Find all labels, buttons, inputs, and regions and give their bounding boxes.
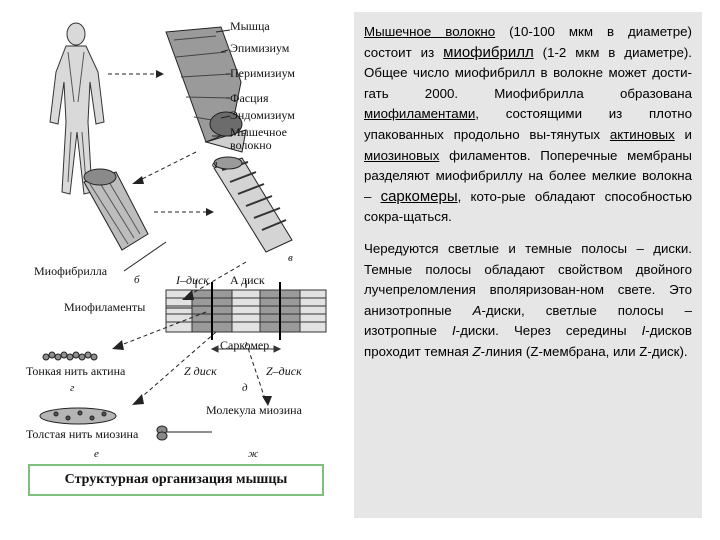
letter-v: в bbox=[288, 252, 293, 264]
p1-segment: миофиламентами bbox=[364, 106, 476, 122]
letter-b: б bbox=[134, 274, 140, 286]
label-sarcomere: Саркомер bbox=[220, 338, 270, 352]
label-endomysium: Эндомизиум bbox=[230, 108, 295, 122]
p1-segment: миозиновых bbox=[364, 147, 440, 163]
label-fiber-line1: Мышечное bbox=[230, 125, 287, 139]
letter-zh: ж bbox=[248, 448, 259, 460]
label-muscle: Мышца bbox=[230, 19, 270, 33]
p2-segment: -дисков проходит темная bbox=[364, 323, 692, 359]
label-fiber-line2: волокно bbox=[230, 138, 272, 152]
label-i-disk: I–диск bbox=[176, 273, 210, 287]
p1-segment: (1-2 мкм в диаметре). Общее число миофиб… bbox=[364, 44, 692, 101]
myosin-molecule-illustration bbox=[156, 425, 212, 441]
p1-segment: филаментов. Поперечные мембраны разделяю… bbox=[364, 147, 692, 204]
dashed-arrows bbox=[108, 73, 267, 403]
label-myofibril: Миофибрилла bbox=[34, 264, 108, 278]
p1-segment: (10-100 мкм в диаметре) состоит из bbox=[364, 24, 692, 60]
paragraph-disks: Чередуются светлые и темные полосы – дис… bbox=[364, 239, 692, 363]
p2-segment: Чередуются светлые и темные полосы – дис… bbox=[364, 240, 692, 318]
label-epimysium: Эпимизиум bbox=[230, 41, 290, 55]
label-thick-myosin: Толстая нить миозина bbox=[26, 427, 139, 441]
muscle-structure-figure: Мышца Эпимизиум Перимизиум Фасция Эндоми… bbox=[16, 12, 334, 512]
actin-filament-illustration bbox=[42, 351, 98, 361]
p1-segment: миофибрилл bbox=[443, 43, 534, 61]
figure-drawing bbox=[39, 22, 327, 441]
label-leaders bbox=[123, 29, 247, 309]
p1-segment: Мышечное волокно bbox=[364, 24, 496, 39]
p1-segment: и bbox=[674, 126, 692, 142]
label-fascia: Фасция bbox=[230, 91, 269, 105]
human-body-illustration bbox=[49, 22, 105, 195]
label-thin-actin: Тонкая нить актина bbox=[26, 364, 126, 378]
label-a-disk: A диск bbox=[230, 273, 265, 287]
p2-segment: -диски. Через середины bbox=[455, 323, 642, 339]
p2-segment: Z bbox=[472, 343, 481, 359]
p2-segment: I bbox=[641, 323, 646, 339]
letter-d: д bbox=[242, 382, 248, 394]
label-z-disk: Z диск bbox=[184, 364, 217, 378]
label-z-disk2: Z–диск bbox=[266, 364, 302, 378]
p1-segment: , состоящими из плотно упакованных продо… bbox=[364, 106, 692, 142]
arrow-heads bbox=[112, 70, 272, 406]
p2-segment: I bbox=[451, 323, 456, 339]
p2-segment: А bbox=[472, 302, 482, 318]
letter-a: а bbox=[212, 158, 218, 170]
myosin-filament-illustration bbox=[39, 407, 117, 425]
figure-caption: Структурная организация мышцы bbox=[64, 472, 288, 487]
letter-g: г bbox=[70, 382, 75, 394]
p1-segment: саркомеры bbox=[380, 187, 458, 205]
label-myosin-molecule: Молекула миозина bbox=[206, 403, 302, 417]
myofibril-illustration bbox=[213, 156, 293, 253]
muscle-bundle-illustration bbox=[165, 26, 247, 153]
p2-segment: -диски, светлые полосы – изотропные bbox=[364, 302, 692, 339]
p2-segment: -линия (Z-мембрана, или Z-диск). bbox=[480, 343, 688, 359]
label-myofilaments: Миофиламенты bbox=[64, 300, 146, 314]
p1-segment: актиновых bbox=[609, 126, 675, 142]
figure-caption-box: Структурная организация мышцы bbox=[28, 464, 324, 496]
label-perimysium: Перимизиум bbox=[230, 66, 296, 80]
p1-segment: , кото-рые обладают способностью сокра-щ… bbox=[364, 188, 692, 225]
letter-e: е bbox=[94, 448, 99, 460]
paragraph-muscle-fiber: Мышечное волокно (10-100 мкм в диаметре)… bbox=[364, 22, 692, 228]
muscle-fiber-illustration bbox=[83, 168, 149, 251]
text-panel: Мышечное волокно (10-100 мкм в диаметре)… bbox=[354, 12, 702, 518]
